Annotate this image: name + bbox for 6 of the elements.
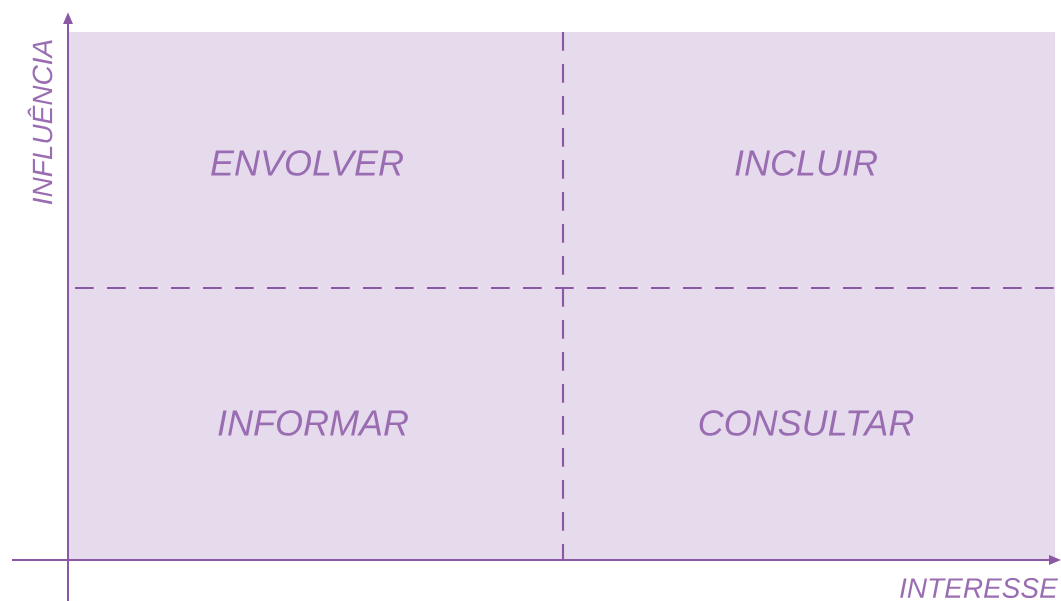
axis-label: INFLUÊNCIA <box>27 40 53 205</box>
quadrant-label: CONSULTAR <box>699 410 914 436</box>
axis-label: INTERESSE <box>900 578 1058 598</box>
quadrant-label: ENVOLVER <box>211 150 403 176</box>
quadrant-label: INCLUIR <box>735 150 877 176</box>
quadrant-label: INFORMAR <box>218 410 408 436</box>
